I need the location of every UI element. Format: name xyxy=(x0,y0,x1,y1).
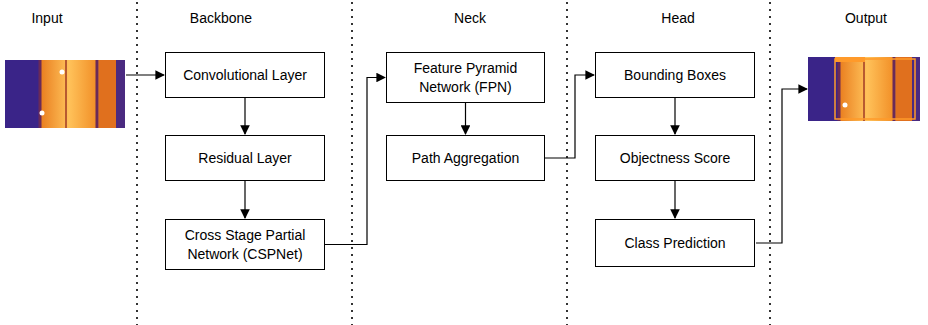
output-wire xyxy=(756,89,807,243)
box-label: Bounding Boxes xyxy=(624,66,726,84)
box-label: Residual Layer xyxy=(198,149,291,167)
column-heading: Input xyxy=(0,10,107,27)
process-box: Class Prediction xyxy=(595,219,755,267)
flow-arrow xyxy=(674,181,675,218)
process-box: Convolutional Layer xyxy=(165,52,325,98)
process-box: Objectness Score xyxy=(595,135,755,181)
flow-arrow xyxy=(325,78,385,245)
column-heading: Output xyxy=(806,10,926,27)
flow-arrow xyxy=(244,98,245,134)
box-label: Convolutional Layer xyxy=(183,66,307,84)
column-heading: Neck xyxy=(410,10,530,27)
input-thermal-image xyxy=(5,60,125,128)
output-thermal-image xyxy=(808,57,920,121)
column-heading: Head xyxy=(618,10,738,27)
flow-arrow xyxy=(674,98,675,134)
box-label: Feature Pyramid Network (FPN) xyxy=(395,59,536,95)
box-label: Objectness Score xyxy=(620,149,731,167)
divider-line xyxy=(136,2,138,325)
box-label: Cross Stage Partial Network (CSPNet) xyxy=(174,226,316,262)
box-label: Class Prediction xyxy=(624,234,725,252)
process-box: Residual Layer xyxy=(165,135,325,181)
column-heading: Backbone xyxy=(161,10,281,27)
input-wire xyxy=(126,74,164,75)
flow-arrow xyxy=(244,181,245,218)
flow-arrow xyxy=(465,103,466,134)
process-box: Path Aggregation xyxy=(386,135,545,181)
divider-line xyxy=(769,2,771,325)
process-box: Feature Pyramid Network (FPN) xyxy=(386,52,545,103)
flow-arrow xyxy=(545,75,594,158)
detection-tag xyxy=(835,57,865,62)
detection-box xyxy=(835,59,915,119)
column-dividers xyxy=(137,2,770,325)
divider-line xyxy=(351,2,353,325)
process-box: Cross Stage Partial Network (CSPNet) xyxy=(165,219,325,270)
process-box: Bounding Boxes xyxy=(595,52,755,98)
divider-line xyxy=(566,2,568,325)
box-label: Path Aggregation xyxy=(412,149,519,167)
